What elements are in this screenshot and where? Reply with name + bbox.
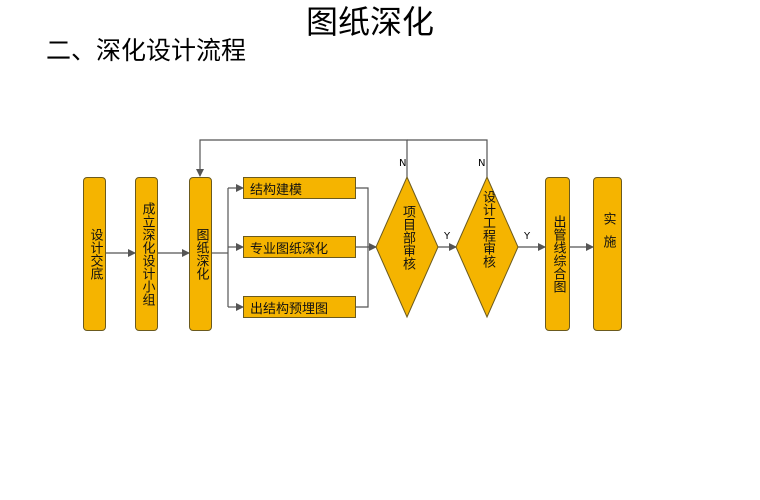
merge-embedded: [356, 247, 369, 308]
step-embedded-drawing: 出结构预埋图: [243, 296, 356, 318]
diamond-design-review-label: 设计工程审核: [480, 190, 495, 268]
page-title: 图纸深化: [305, 3, 434, 41]
step-implementation: 实施: [593, 177, 622, 331]
label-no-project: N: [399, 158, 407, 169]
step-specialty-drawing-label: 专业图纸深化: [250, 241, 329, 257]
merge-modeling: [356, 187, 369, 247]
section-subtitle: 二、深化设计流程: [46, 36, 247, 65]
feedback-loop-design: [407, 139, 488, 177]
diamond-project-review-label: 项目部审核: [400, 205, 415, 270]
feedback-loop-project: [196, 139, 408, 177]
diamond-project-review: [375, 175, 439, 319]
step-pipeline-drawing: 出管线综合图: [545, 177, 570, 331]
step-design-briefing-label: 设计交底: [87, 228, 103, 280]
step-design-briefing: 设计交底: [83, 177, 106, 331]
step-embedded-drawing-label: 出结构预埋图: [250, 301, 329, 317]
step-setup-team-label: 成立深化设计小组: [139, 202, 155, 306]
step-drawing-deepening-label: 图纸深化: [193, 228, 209, 280]
step-specialty-drawing: 专业图纸深化: [243, 236, 356, 258]
step-implementation-label: 实施: [600, 212, 616, 258]
diamond-design-review: [455, 175, 519, 319]
step-pipeline-drawing-label: 出管线综合图: [550, 215, 566, 293]
step-drawing-deepening: 图纸深化: [189, 177, 212, 331]
label-no-design: N: [478, 158, 486, 169]
label-yes-project: Y: [444, 231, 451, 242]
step-setup-team: 成立深化设计小组: [135, 177, 158, 331]
label-yes-design: Y: [524, 231, 531, 242]
step-structure-modeling: 结构建模: [243, 177, 356, 199]
step-structure-modeling-label: 结构建模: [250, 182, 303, 198]
